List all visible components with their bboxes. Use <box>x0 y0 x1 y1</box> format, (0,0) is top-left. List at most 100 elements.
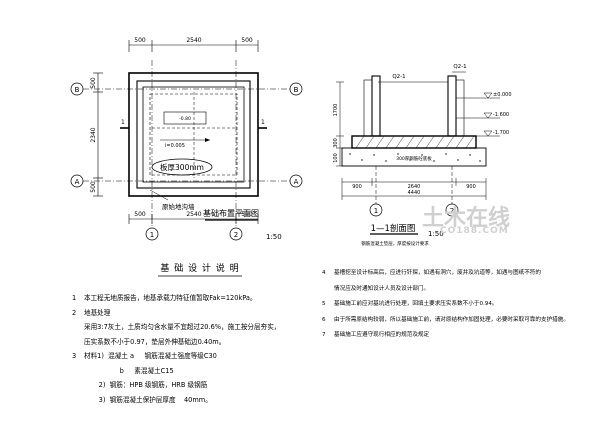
note-line: 采用3:7灰土，土质均匀含水量不宜超过20.6%，施工按分层夯实， <box>72 321 312 336</box>
section-bottom-dim-1: 900 <box>352 184 362 190</box>
axis-label-1: 1 <box>150 231 154 239</box>
sump-box <box>163 111 207 125</box>
axis-label-a-right: A <box>294 178 299 186</box>
section-cut-label-left: 1 <box>121 119 125 126</box>
note-line: 压实系数不小于0.97，垫层外伸基础边0.40m。 <box>72 336 312 351</box>
section-sub-note: 钢筋混凝土垫层，厚度按设计要求 <box>361 240 429 247</box>
note-line: 3) 钢筋混凝土保护层厚度 40mm。 <box>72 394 312 409</box>
note-text: 基础施工前应对基坑进行处理，回填土要求压实系数不小于0.94。 <box>334 301 498 307</box>
axis-label-b-left: B <box>75 86 80 94</box>
axis-bubble-2 <box>229 227 243 241</box>
section-top-label-2: Q2-1 <box>453 64 466 70</box>
note-line: 2) 钢筋：HPB 级钢筋，HRB 级钢筋 <box>72 379 312 394</box>
sump-note: -0.80 <box>179 116 191 122</box>
plan-title: 基础布置平面图 <box>203 208 259 218</box>
section-axis-label-1: 1 <box>374 207 378 215</box>
note-line: 5 基础施工前应对基坑进行处理，回填土要求压实系数不小于0.94。 <box>322 299 607 315</box>
trench-leader <box>149 189 169 201</box>
cushion-dots <box>349 153 481 162</box>
section-view: Q2-1 Q2-1 300厚钢筋砼底板 <box>333 64 512 247</box>
left-wall <box>371 75 381 137</box>
note-text: 基槽挖至设计标高后，应进行钎探，如遇有洞穴，废井及坑道等，如遇与图纸不符的 <box>334 270 541 276</box>
section-title: 1—1剖面图 <box>371 223 416 234</box>
note-line: b 素混凝土C15 <box>72 365 312 380</box>
note-text: b 素混凝土C15 <box>84 366 174 375</box>
plan-left-dim-2: 2340 <box>90 127 97 142</box>
note-number: 3 <box>72 352 77 360</box>
notes-left-column: 1 本工程无地质报告，地基承载力特征值暂取Fak=120kPa。 2 地基处理采用3:… <box>72 292 312 408</box>
cushion-layer <box>341 147 487 167</box>
axis-bubble-a-right <box>289 174 303 188</box>
note-text: 3) 钢筋混凝土保护层厚度 40mm。 <box>84 395 212 404</box>
level-triangle-3 <box>483 130 493 137</box>
slab-hatch <box>355 135 475 149</box>
right-wall-finish <box>455 79 465 137</box>
axis-bubble-b-right <box>289 82 303 96</box>
note-text: 地基处理 <box>84 308 111 317</box>
slope-arrowhead <box>205 138 210 142</box>
slab-label-ellipse <box>151 158 213 176</box>
plan-left-dim-3: 500 <box>90 181 97 193</box>
axis-label-b-right: B <box>294 86 299 94</box>
section-bottom-dim-2: 2640 <box>408 184 421 190</box>
section-left-dim-1: 1700 <box>333 104 339 117</box>
plan-top-dim-3: 500 <box>241 37 253 44</box>
note-text: 由于所需原结构较弱，所以基础施工前，请对原结构作加固处理，必要时采取可靠的支护措… <box>334 316 569 323</box>
notes-heading: 基 础 设 计 说 明 <box>160 262 239 274</box>
plan-outer-foundation <box>128 72 259 197</box>
level-label-1: ±0.000 <box>493 92 512 98</box>
section-axis-bubble-2 <box>445 203 459 217</box>
level-label-3: -1.700 <box>493 130 509 136</box>
slab-thickness-label: 板厚300mm <box>160 162 204 172</box>
note-line: 2 地基处理 <box>72 307 312 322</box>
level-label-2: -1.600 <box>493 112 509 118</box>
plan-bottom-dim-2: 2540 <box>186 211 201 218</box>
section-left-dim-3: 100 <box>333 153 339 163</box>
plan-left-dim-1: 500 <box>90 77 97 89</box>
watermark-url: CO188.COM <box>440 226 509 236</box>
plan-bottom-dim-1: 500 <box>134 211 146 218</box>
note-text: 压实系数不小于0.97，垫层外伸基础边0.40m。 <box>84 337 226 346</box>
note-text: 材料1) 混凝土 a 钢筋混凝土强度等级C30 <box>84 352 217 360</box>
section-bottom-total: 4440 <box>408 190 421 196</box>
note-text: 2) 钢筋：HPB 级钢筋，HRB 级钢筋 <box>84 381 208 389</box>
plan-top-dim-1: 500 <box>134 37 146 44</box>
plan-wall-outer <box>136 80 251 189</box>
plan-inner-dashed <box>149 93 238 176</box>
section-axis-label-2: 2 <box>450 207 454 215</box>
right-wall <box>447 75 457 137</box>
slope-note: i=0.005 <box>165 143 185 149</box>
note-number: 1 <box>72 294 77 302</box>
plan-scale: 1:50 <box>266 233 282 241</box>
level-triangle-1 <box>483 92 493 99</box>
note-number: 2 <box>72 308 77 317</box>
note-text: 基础施工应遵守现行相应的规范及规定 <box>334 332 430 338</box>
axis-bubble-1 <box>145 227 159 241</box>
plan-wall-inner <box>142 86 245 183</box>
note-text: 采用3:7灰土，土质均匀含水量不宜超过20.6%，施工按分层夯实， <box>84 323 281 331</box>
plan-top-dim-2: 2540 <box>186 37 201 44</box>
section-scale: 1:50 <box>428 230 444 238</box>
note-number: 7 <box>322 332 326 338</box>
trench-wall-label: 原始地沟墙 <box>162 202 195 211</box>
section-axis-bubble-1 <box>369 203 383 217</box>
slab-note: 300厚钢筋砼底板 <box>396 155 432 162</box>
note-number: 5 <box>322 301 326 307</box>
foundation-plan: 500 2540 500 500 2340 500 B B A A <box>70 37 303 241</box>
note-text: 本工程无地质报告，地基承载力特征值暂取Fak=120kPa。 <box>84 294 257 302</box>
level-triangle-2 <box>483 112 493 119</box>
note-line: 1 本工程无地质报告，地基承载力特征值暂取Fak=120kPa。 <box>72 292 312 307</box>
axis-label-a-left: A <box>75 178 80 186</box>
section-cut-label-right: 1 <box>261 119 265 126</box>
note-line: 4 基槽挖至设计标高后，应进行钎探，如遇有洞穴，废井及坑道等，如遇与图纸不符的 <box>322 268 607 284</box>
note-line: 3 材料1) 混凝土 a 钢筋混凝土强度等级C30 <box>72 350 312 365</box>
left-wall-finish <box>363 79 373 137</box>
note-text: 情况应及时通知设计人员及设计部门。 <box>334 285 430 292</box>
section-left-dim-2: 300 <box>333 138 339 148</box>
note-line: 7 基础施工应遵守现行相应的规范及规定 <box>322 330 607 346</box>
section-bottom-dim-3: 900 <box>466 184 476 190</box>
watermark-logo: 土木在线 <box>422 206 511 231</box>
note-number: 4 <box>322 270 326 276</box>
